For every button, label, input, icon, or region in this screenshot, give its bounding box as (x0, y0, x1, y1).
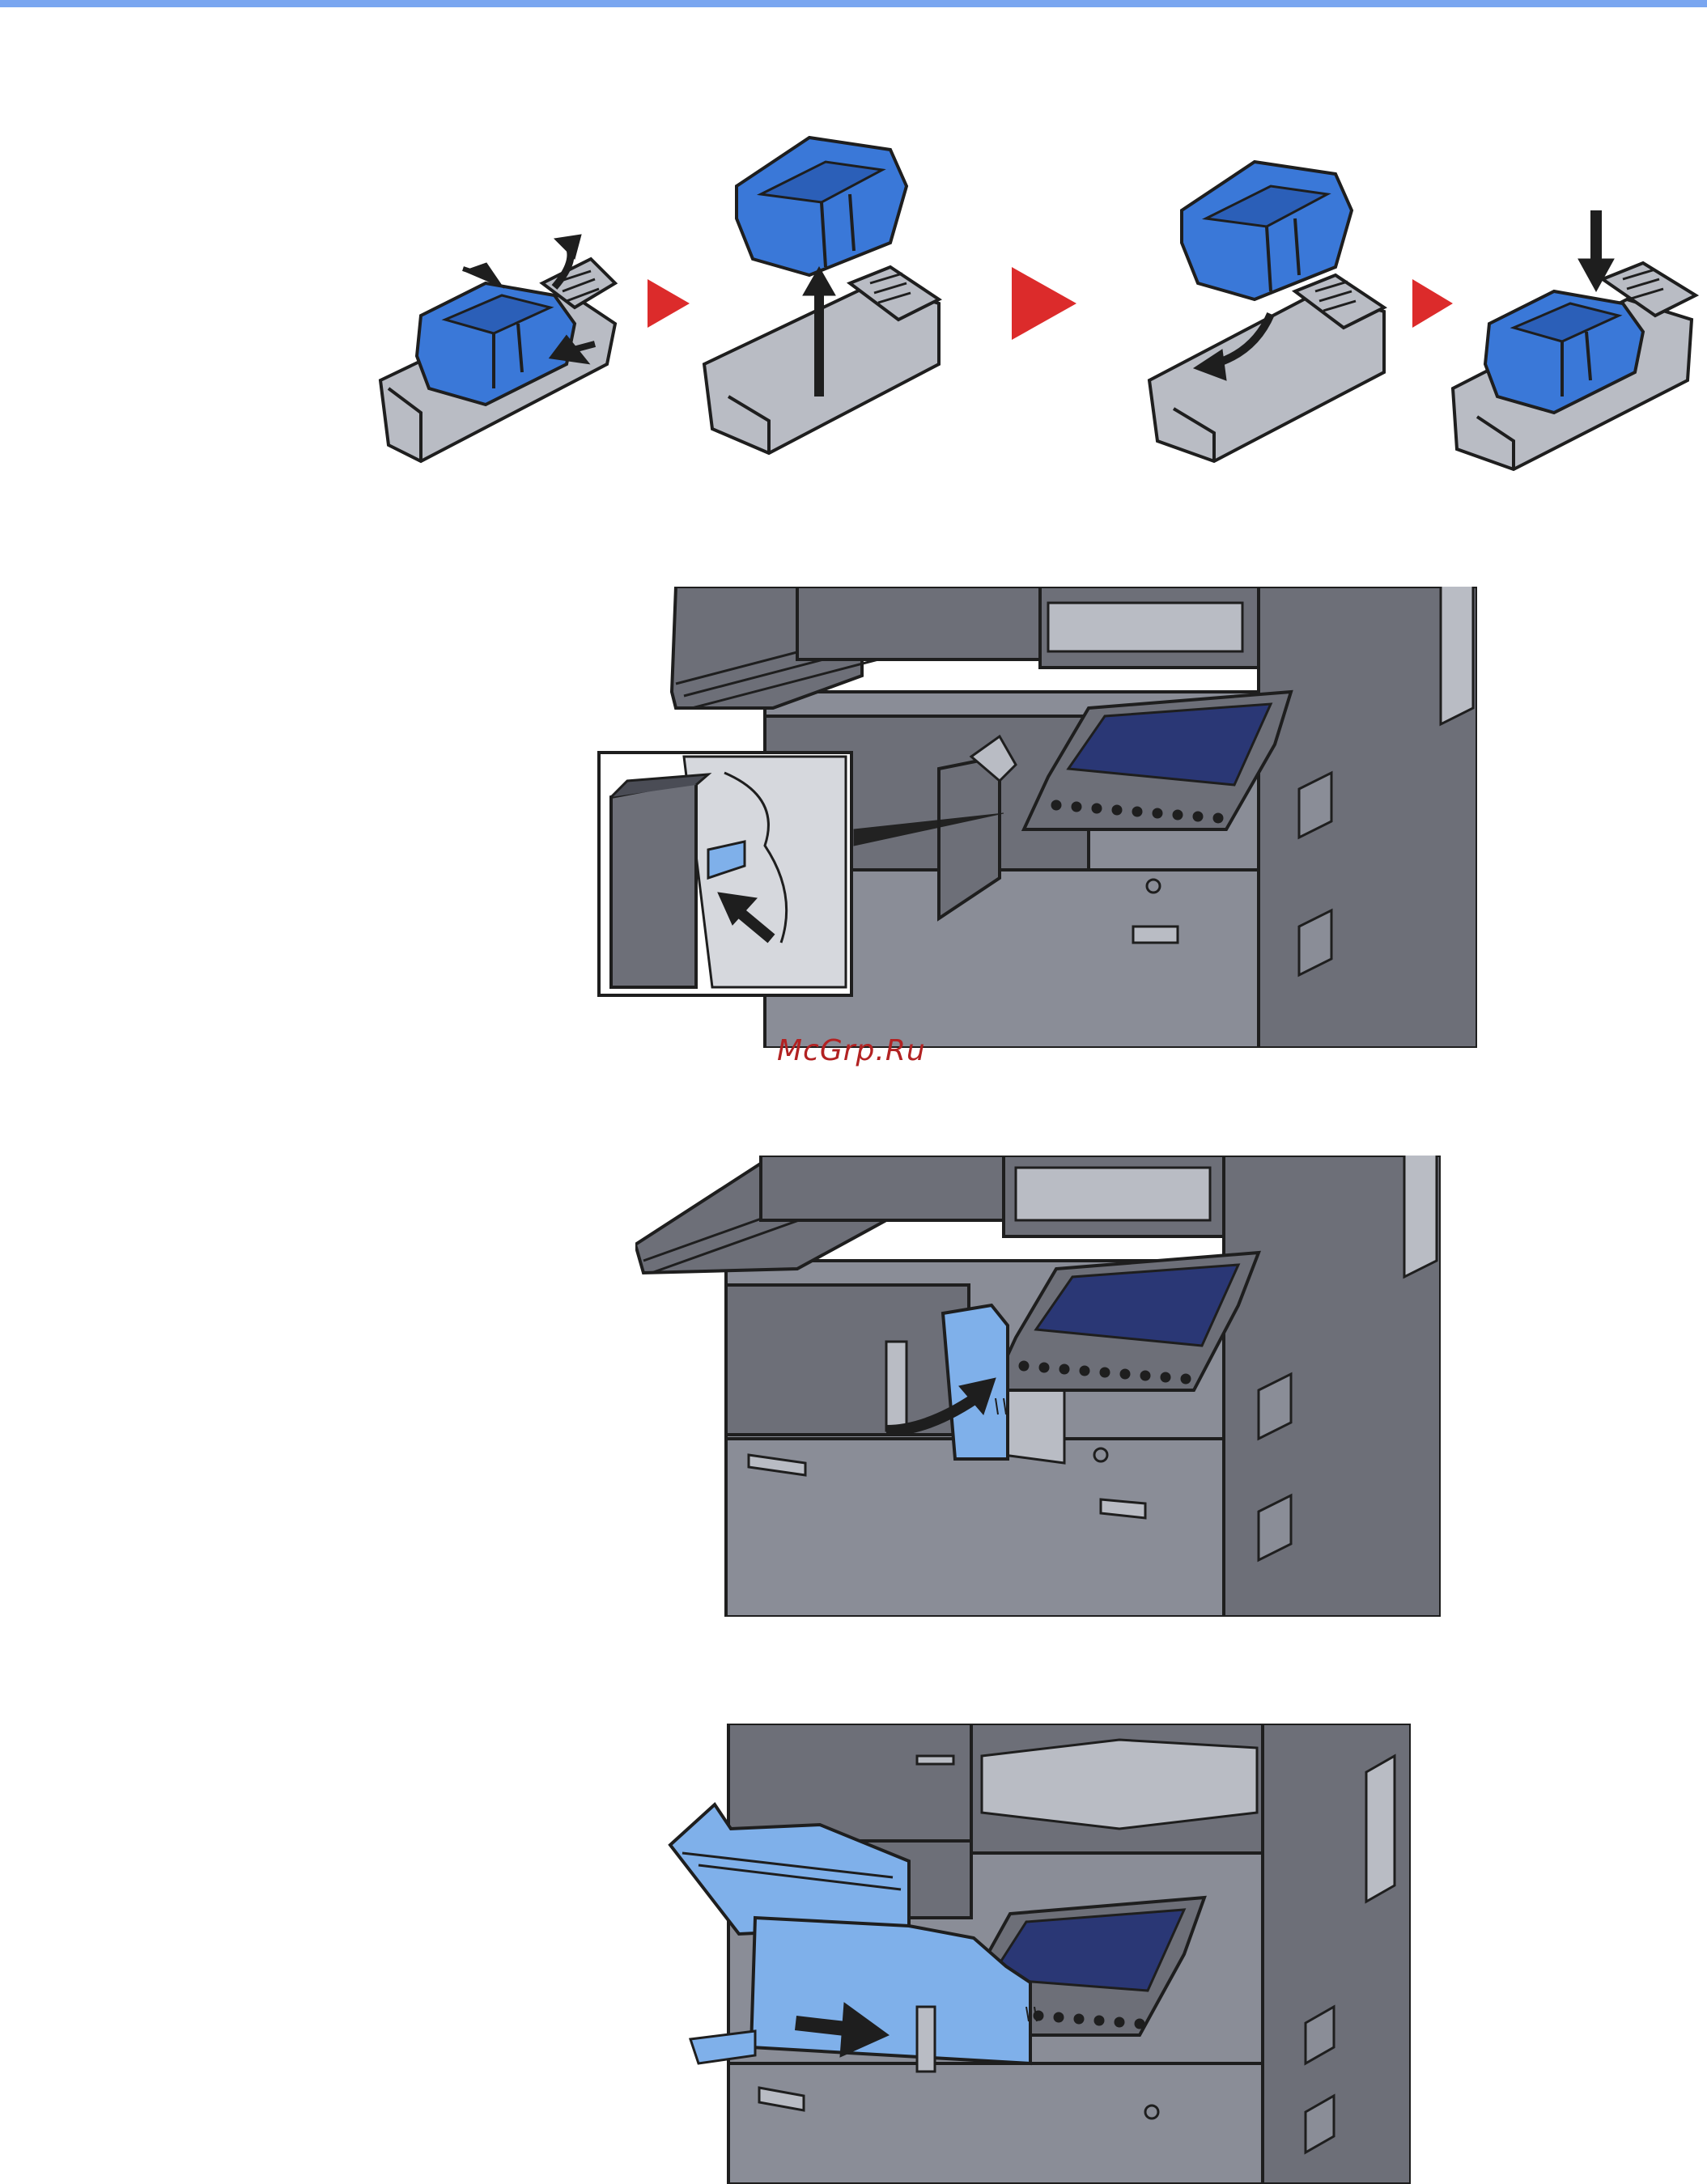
stapler-holder-release-figure (595, 587, 1477, 1048)
close-finisher-svg (666, 1724, 1411, 2184)
step-2-staple-cartridge-icon (737, 138, 907, 275)
watermark-text: McGrp.Ru (777, 1034, 926, 1067)
magnified-detail-icon (599, 753, 851, 995)
cartridge-replacement-steps-figure (372, 121, 1700, 477)
cartridge-steps-svg (372, 121, 1700, 477)
close-finisher-figure (666, 1724, 1411, 2184)
step-1-push-arrow-icon (463, 265, 498, 283)
close-staple-cover-figure (635, 1156, 1441, 1617)
header-rule (0, 0, 1707, 7)
close-cover-svg (635, 1156, 1441, 1617)
step-3-holder-icon (1149, 275, 1384, 461)
step-arrow-icon (1412, 279, 1453, 328)
step-arrow-icon (648, 279, 690, 328)
staple-cover-icon (943, 1305, 1008, 1459)
holder-release-svg (595, 587, 1477, 1048)
step-arrow-icon (1012, 267, 1076, 340)
